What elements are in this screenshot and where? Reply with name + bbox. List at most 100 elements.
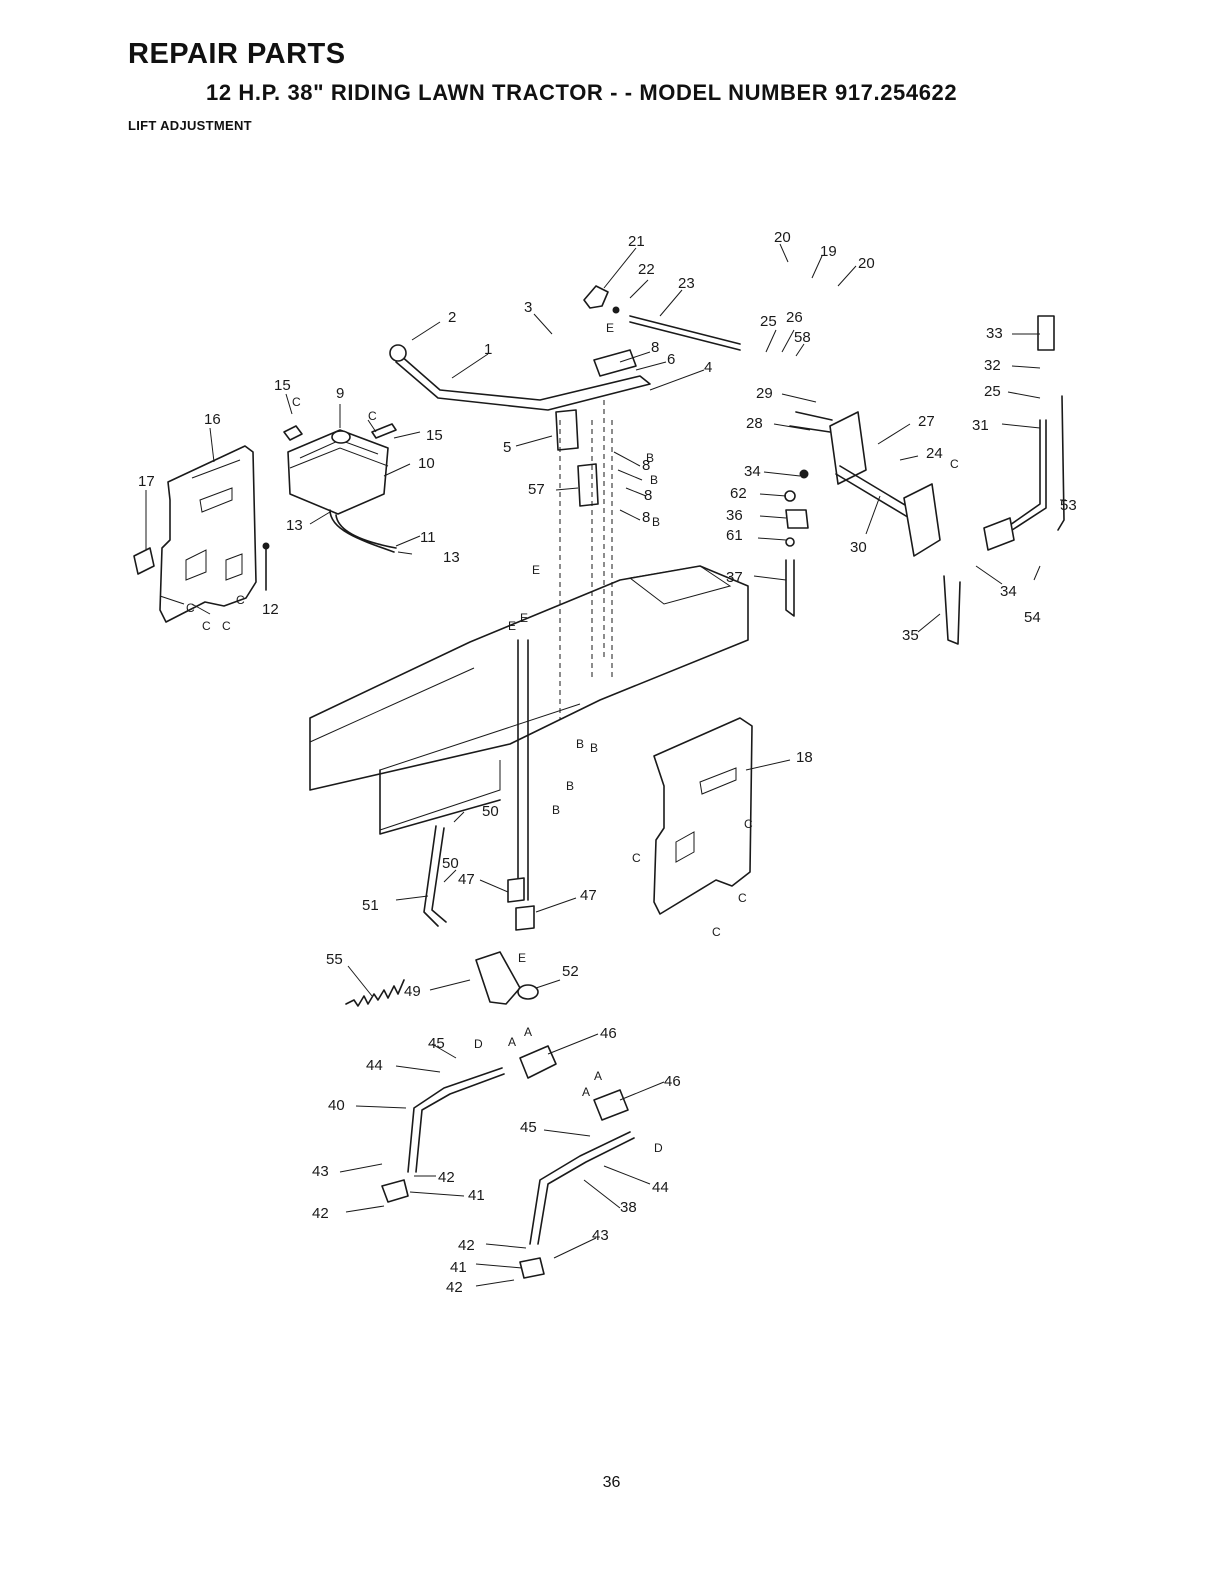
callout: 25 [760, 313, 777, 330]
reference-letters: A A A A B B B B B B B C C C C C C C C C … [186, 321, 959, 1155]
callout: 50 [482, 803, 499, 820]
ref-letter: C [950, 457, 959, 471]
callout: 42 [438, 1169, 455, 1186]
callout: 42 [312, 1205, 329, 1222]
ref-letter: B [576, 737, 584, 751]
lift-link-left [407, 1067, 505, 1173]
callout: 2 [448, 309, 456, 326]
ref-letter: C [186, 601, 195, 615]
ref-letter: C [744, 817, 753, 831]
callout: 21 [628, 233, 645, 250]
callout: 44 [366, 1057, 383, 1074]
ref-letter: B [652, 515, 660, 529]
callout: 41 [468, 1187, 485, 1204]
bent-rod [423, 825, 447, 927]
callout: 23 [678, 275, 695, 292]
bracket-upper [555, 409, 579, 451]
ref-letter: E [518, 951, 526, 965]
ref-letter: B [552, 803, 560, 817]
callout: 28 [746, 415, 763, 432]
callout: 54 [1024, 609, 1041, 626]
callout: 24 [926, 445, 943, 462]
ref-letter: C [712, 925, 721, 939]
callout: 22 [638, 261, 655, 278]
callout: 13 [286, 517, 303, 534]
callout: 34 [744, 463, 761, 480]
callout-labels: 1 2 3 4 5 6 8 9 10 11 12 13 13 15 15 16 … [138, 229, 1077, 1296]
lift-handle [999, 419, 1047, 535]
callout: 57 [528, 481, 545, 498]
ref-letter: B [646, 451, 654, 465]
callout: 45 [428, 1035, 445, 1052]
callout: 43 [312, 1163, 329, 1180]
ref-letter: A [524, 1025, 532, 1039]
callout: 34 [1000, 583, 1017, 600]
section-title: LIFT ADJUSTMENT [128, 118, 252, 133]
callout: 18 [796, 749, 813, 766]
callout: 19 [820, 243, 837, 260]
callout: 5 [503, 439, 511, 456]
battery-tray [287, 429, 389, 515]
callout: 6 [667, 351, 675, 368]
ref-letter: E [606, 321, 614, 335]
ref-letter: A [594, 1069, 602, 1083]
ref-letter: B [650, 473, 658, 487]
callout: 38 [620, 1199, 637, 1216]
ref-letter: A [508, 1035, 516, 1049]
pivot-plate [829, 411, 867, 485]
ref-letter: A [582, 1085, 590, 1099]
callout: 55 [326, 951, 343, 968]
ref-letter: D [474, 1037, 483, 1051]
callout: 47 [580, 887, 597, 904]
callout: 15 [274, 377, 291, 394]
callout: 52 [562, 963, 579, 980]
callout: 8 [642, 457, 650, 474]
callout: 8 [651, 339, 659, 356]
callout: 42 [458, 1237, 475, 1254]
callout: 40 [328, 1097, 345, 1114]
spring [345, 979, 405, 1007]
callout: 32 [984, 357, 1001, 374]
callout: 31 [972, 417, 989, 434]
bellcrank [475, 951, 521, 1005]
right-side-panel [653, 717, 753, 915]
strap [329, 509, 397, 553]
callout: 49 [404, 983, 421, 1000]
tractor-frame [309, 565, 749, 791]
callout: 37 [726, 569, 743, 586]
ref-letter: E [520, 611, 528, 625]
bracket-lower [577, 463, 599, 507]
callout: 47 [458, 871, 475, 888]
callout: 20 [774, 229, 791, 246]
callout: 46 [600, 1025, 617, 1042]
ref-letter: B [590, 741, 598, 755]
ref-letter: C [632, 851, 641, 865]
model-subtitle: 12 H.P. 38" RIDING LAWN TRACTOR - - MODE… [206, 80, 958, 105]
lift-arm [395, 354, 651, 411]
callout: 46 [664, 1073, 681, 1090]
callout: 58 [794, 329, 811, 346]
ref-letter: D [654, 1141, 663, 1155]
page-title: REPAIR PARTS [128, 38, 346, 70]
callout: 42 [446, 1279, 463, 1296]
callout: 29 [756, 385, 773, 402]
callout: 53 [1060, 497, 1077, 514]
callout: 11 [420, 529, 436, 546]
callout: 20 [858, 255, 875, 272]
ref-letter: B [566, 779, 574, 793]
link-rod [785, 559, 795, 617]
callout: 3 [524, 299, 532, 316]
ref-letter: C [202, 619, 211, 633]
callout: 13 [443, 549, 460, 566]
lift-link-right [529, 1131, 635, 1245]
callout: 9 [336, 385, 344, 402]
small-plate [133, 547, 155, 575]
part-drawings [133, 285, 1065, 1279]
cap [331, 430, 351, 444]
callout: 25 [984, 383, 1001, 400]
callout: 50 [442, 855, 459, 872]
callout: 15 [426, 427, 443, 444]
ref-letter: C [292, 395, 301, 409]
callout: 12 [262, 601, 279, 618]
callout: 35 [902, 627, 919, 644]
